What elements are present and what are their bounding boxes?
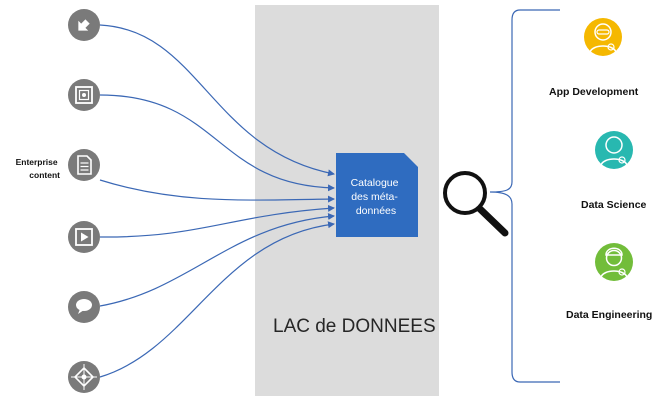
image-icon	[68, 79, 100, 111]
connector-1	[99, 24, 335, 177]
magnifying-glass-icon	[443, 171, 509, 237]
chat-bubble-icon	[68, 291, 100, 323]
metadata-catalog-box	[336, 153, 418, 237]
connector-6	[99, 221, 335, 378]
connector-4	[99, 204, 335, 238]
target-icon	[68, 361, 100, 393]
roles-brace	[489, 9, 560, 383]
document-icon	[68, 149, 100, 181]
connector-2	[99, 94, 335, 192]
source-connectors	[99, 24, 335, 378]
role-label-app-development: App Development	[549, 86, 639, 98]
arrows-icon	[68, 9, 100, 41]
connector-3	[99, 179, 335, 203]
scientist-icon	[595, 131, 633, 169]
role-label-data-engineering: Data Engineering	[566, 309, 652, 321]
connector-5	[99, 213, 335, 307]
video-icon	[68, 221, 100, 253]
enterprise-content-label: Enterprise content	[16, 157, 61, 180]
data-lake-label: LAC de DONNEES	[273, 316, 436, 337]
engineer-icon	[595, 243, 633, 281]
metadata-catalog-label: Catalogue des méta- données	[351, 177, 402, 217]
developer-icon	[584, 18, 622, 56]
role-label-data-science: Data Science	[581, 199, 647, 211]
